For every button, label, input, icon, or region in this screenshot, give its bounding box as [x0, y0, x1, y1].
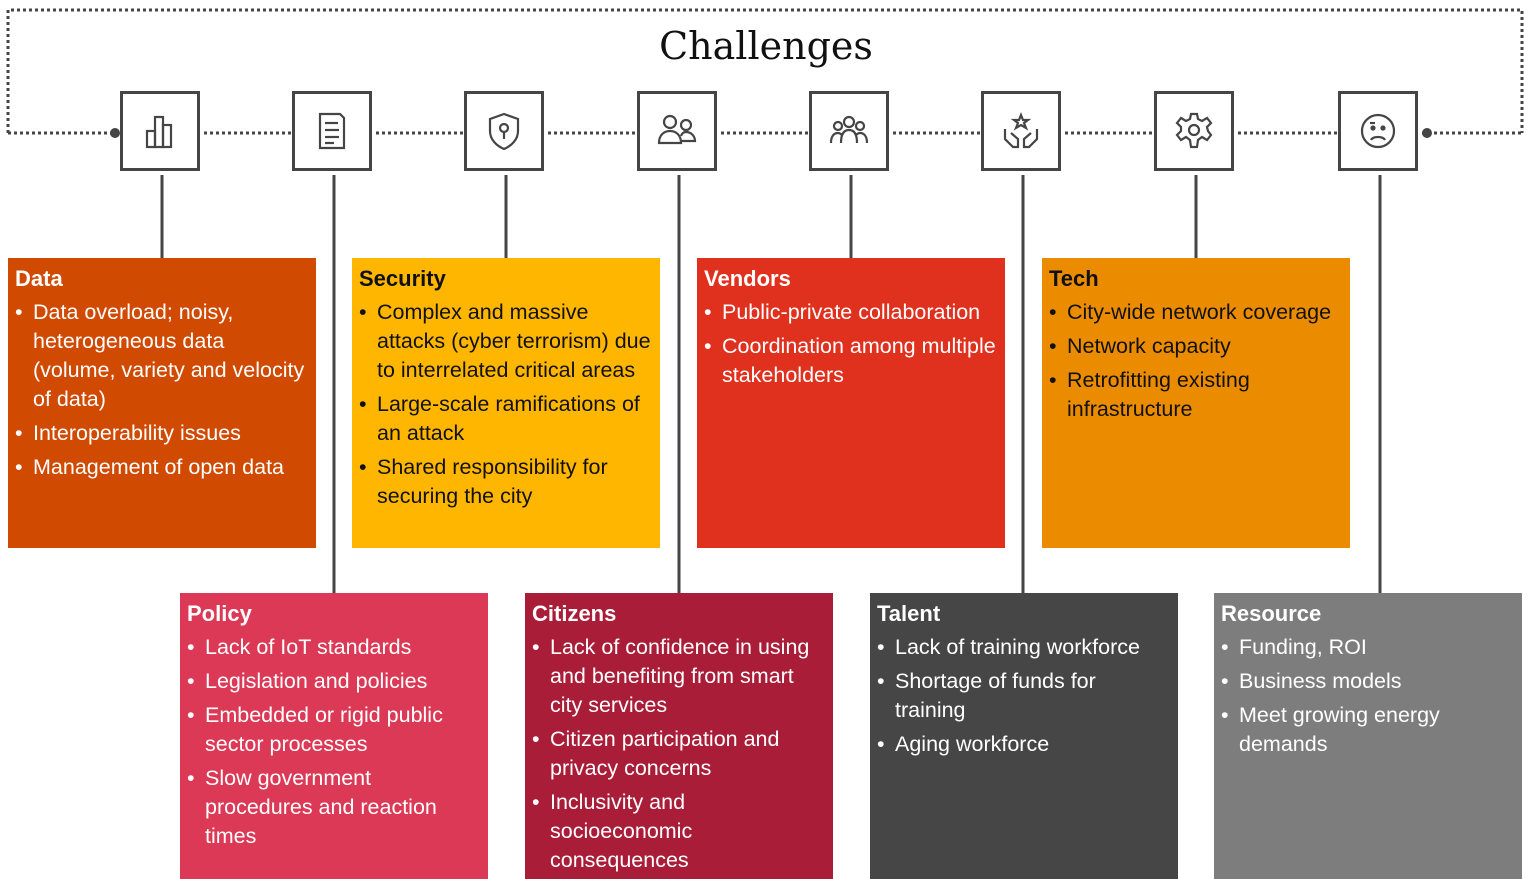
card-title: Policy: [187, 601, 252, 626]
card-title: Security: [359, 266, 446, 291]
list-item: Shortage of funds for training: [877, 667, 1171, 725]
list-item: Legislation and policies: [187, 667, 481, 696]
bullet-list: Lack of IoT standards Legislation and po…: [187, 633, 481, 851]
list-item: Inclusivity and socioeconomic consequenc…: [532, 788, 826, 875]
bullet-list: Complex and massive attacks (cyber terro…: [359, 298, 653, 511]
list-item: Public-private collaboration: [704, 298, 998, 327]
list-item: Lack of IoT standards: [187, 633, 481, 662]
list-item: Meet growing energy demands: [1221, 701, 1515, 759]
bar-chart-icon: [120, 91, 200, 171]
people-icon: [637, 91, 717, 171]
bullet-list: Public-private collaboration Coordinatio…: [704, 298, 998, 390]
group-icon: [809, 91, 889, 171]
card-title: Citizens: [532, 601, 617, 626]
list-item: Retrofitting existing infrastructure: [1049, 366, 1343, 424]
connector-dot: [110, 128, 120, 138]
list-item: Large-scale ramifications of an attack: [359, 390, 653, 448]
list-item: Interoperability issues: [15, 419, 309, 448]
list-item: Lack of confidence in using and benefiti…: [532, 633, 826, 720]
card-title: Data: [15, 266, 63, 291]
sad-face-icon: [1338, 91, 1418, 171]
list-item: Management of open data: [15, 453, 309, 482]
shield-lock-icon: [464, 91, 544, 171]
list-item: Lack of training workforce: [877, 633, 1171, 662]
hands-star-icon: [981, 91, 1061, 171]
card-title: Tech: [1049, 266, 1099, 291]
list-item: Embedded or rigid public sector processe…: [187, 701, 481, 759]
list-item: City-wide network coverage: [1049, 298, 1343, 327]
card-title: Vendors: [704, 266, 791, 291]
card-data: Data Data overload; noisy, heterogeneous…: [8, 258, 316, 548]
list-item: Data overload; noisy, heterogeneous data…: [15, 298, 309, 414]
card-security: Security Complex and massive attacks (cy…: [352, 258, 660, 548]
card-resource: Resource Funding, ROI Business models Me…: [1214, 593, 1522, 879]
card-policy: Policy Lack of IoT standards Legislation…: [180, 593, 488, 879]
list-item: Aging workforce: [877, 730, 1171, 759]
card-title: Talent: [877, 601, 941, 626]
bullet-list: Lack of training workforce Shortage of f…: [877, 633, 1171, 759]
card-talent: Talent Lack of training workforce Shorta…: [870, 593, 1178, 879]
bullet-list: City-wide network coverage Network capac…: [1049, 298, 1343, 424]
list-item: Network capacity: [1049, 332, 1343, 361]
list-item: Funding, ROI: [1221, 633, 1515, 662]
card-citizens: Citizens Lack of confidence in using and…: [525, 593, 833, 879]
card-vendors: Vendors Public-private collaboration Coo…: [697, 258, 1005, 548]
list-item: Business models: [1221, 667, 1515, 696]
list-item: Citizen participation and privacy concer…: [532, 725, 826, 783]
document-icon: [292, 91, 372, 171]
diagram-title: Challenges: [659, 24, 873, 68]
bullet-list: Data overload; noisy, heterogeneous data…: [15, 298, 309, 482]
list-item: Slow government procedures and reaction …: [187, 764, 481, 851]
bullet-list: Funding, ROI Business models Meet growin…: [1221, 633, 1515, 759]
dotted-frame: [6, 8, 1524, 133]
gear-icon: [1154, 91, 1234, 171]
card-tech: Tech City-wide network coverage Network …: [1042, 258, 1350, 548]
card-title: Resource: [1221, 601, 1322, 626]
list-item: Coordination among multiple stakeholders: [704, 332, 998, 390]
list-item: Complex and massive attacks (cyber terro…: [359, 298, 653, 385]
list-item: Shared responsibility for securing the c…: [359, 453, 653, 511]
connector-dot: [1422, 128, 1432, 138]
bullet-list: Lack of confidence in using and benefiti…: [532, 633, 826, 875]
